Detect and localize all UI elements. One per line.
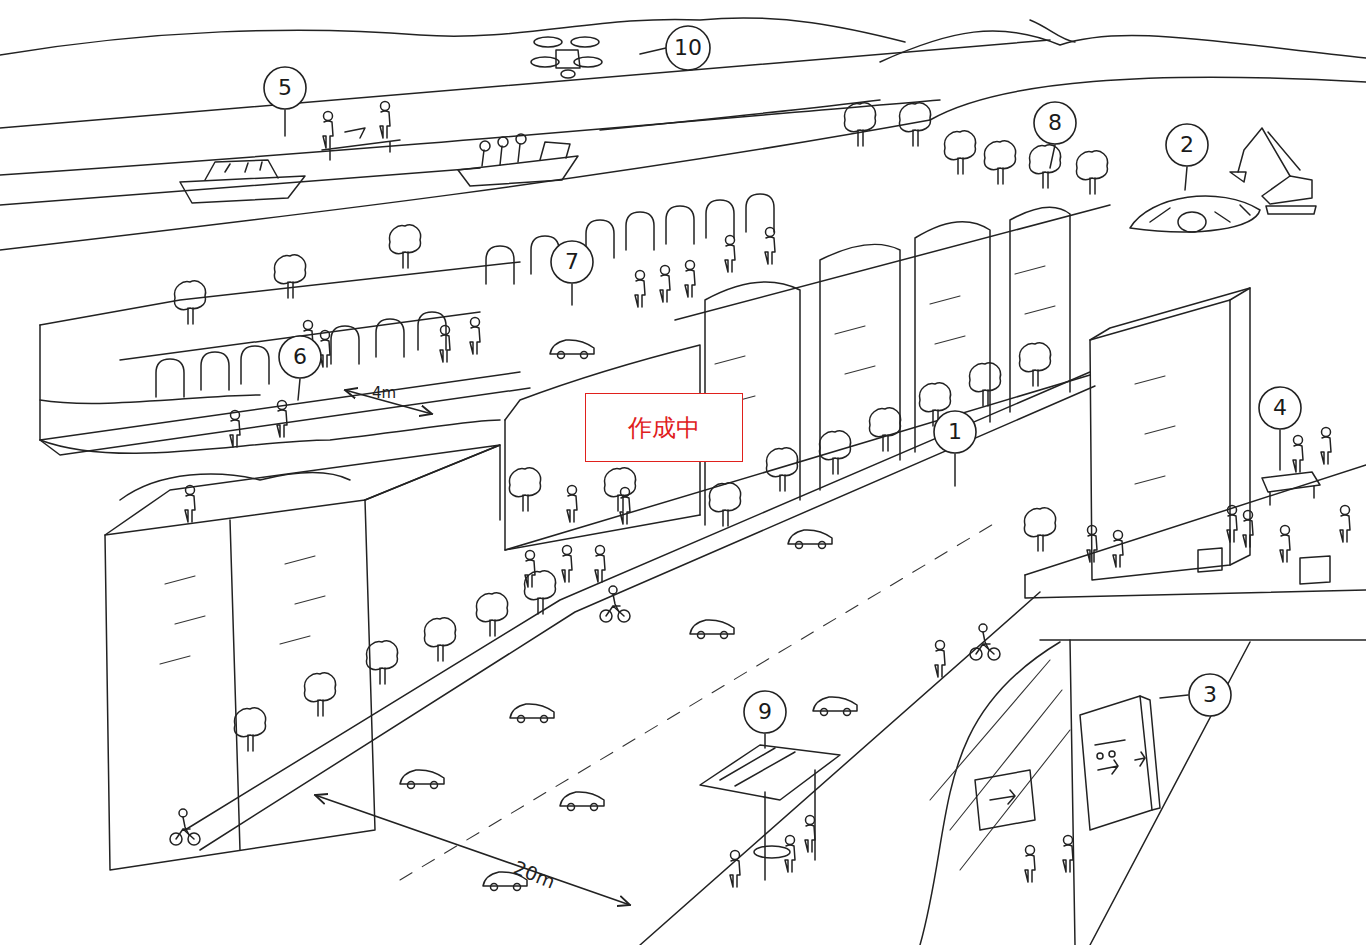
callout-marker: 6	[278, 335, 322, 379]
callout-number: 3	[1203, 684, 1217, 706]
callout-marker: 3	[1188, 673, 1232, 717]
callout-outline	[934, 411, 976, 453]
callout-marker: 10	[665, 25, 711, 71]
building	[505, 205, 1110, 550]
pier-people	[322, 102, 400, 161]
callout-marker: 7	[550, 240, 594, 284]
river-bank	[0, 40, 1366, 250]
building	[1090, 288, 1250, 580]
callout-number: 6	[293, 346, 307, 368]
wall-hatch	[930, 660, 1070, 870]
callout-outline	[1259, 387, 1301, 429]
callout-outline	[551, 241, 593, 283]
callout-outline	[264, 67, 306, 109]
callout-outline	[1034, 102, 1076, 144]
signboard	[975, 696, 1160, 830]
dimension-line	[315, 390, 630, 905]
status-text: 作成中	[628, 416, 700, 440]
drone	[531, 37, 602, 78]
dimension-label: 4m	[372, 386, 396, 401]
building	[105, 445, 500, 870]
callout-marker: 8	[1033, 101, 1077, 145]
status-box: 作成中	[585, 393, 743, 462]
callout-number: 5	[278, 77, 292, 99]
callout-number: 7	[565, 251, 579, 273]
callout-number: 8	[1048, 112, 1062, 134]
callout-outline	[1189, 674, 1231, 716]
callout-marker: 4	[1258, 386, 1302, 430]
construction-site	[1130, 128, 1316, 232]
dimension-label: 20m	[511, 858, 558, 892]
callout-outline	[666, 26, 710, 70]
cafe-table	[1087, 428, 1350, 585]
street-tree	[174, 103, 1107, 751]
callout-marker: 2	[1165, 123, 1209, 167]
mountain-line	[0, 18, 1366, 62]
callout-marker: 9	[743, 690, 787, 734]
vehicle	[170, 340, 1000, 891]
callout-number: 1	[948, 421, 962, 443]
callout-outline	[744, 691, 786, 733]
boat	[180, 134, 578, 203]
lane-marking	[400, 520, 1000, 880]
bus-stop	[700, 745, 840, 887]
callout-number: 2	[1180, 134, 1194, 156]
callout-marker: 1	[933, 410, 977, 454]
callout-marker: 5	[263, 66, 307, 110]
facade-hatch	[160, 266, 1175, 664]
pedestrian	[185, 228, 1073, 883]
deck	[1025, 465, 1366, 640]
callout-outline	[279, 336, 321, 378]
callout-number: 4	[1273, 397, 1287, 419]
housing-row	[40, 262, 530, 455]
callout-number: 9	[758, 701, 772, 723]
house	[156, 194, 774, 397]
callout-outline	[1166, 124, 1208, 166]
callout-pin	[285, 48, 1280, 748]
road	[185, 372, 1250, 945]
callout-number: 10	[674, 37, 702, 59]
